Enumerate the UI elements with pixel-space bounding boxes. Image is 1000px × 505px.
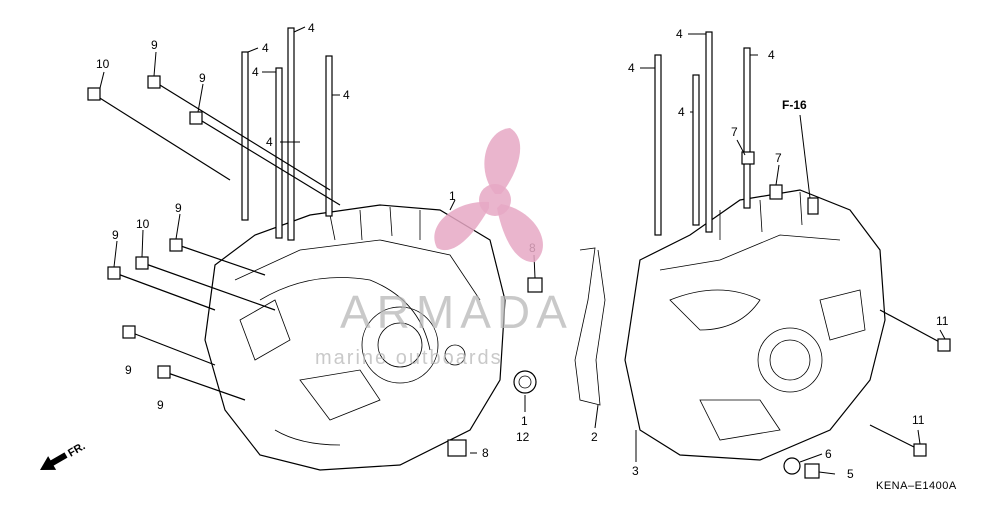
callout-4: 4: [343, 88, 350, 102]
propeller-logo-icon: [434, 128, 543, 263]
diagram-code: KENA–E1400A: [876, 480, 957, 492]
callout-11: 11: [936, 314, 949, 328]
callout-12: 12: [516, 430, 530, 444]
callout-4: 4: [262, 41, 269, 55]
callout-4: 4: [308, 21, 315, 35]
gasket: [574, 247, 606, 406]
reference-label: F-16: [782, 98, 807, 112]
callout-4: 4: [676, 27, 683, 41]
callout-4: 4: [678, 105, 685, 119]
leader-lines: [99, 26, 946, 475]
callout-7: 7: [731, 125, 738, 139]
callout-10: 10: [136, 217, 150, 231]
left-crankcase: [204, 204, 506, 471]
studs: [241, 27, 751, 241]
bolts: [87, 75, 951, 457]
callout-1: 1: [449, 189, 456, 203]
front-direction-marker: FR.: [40, 440, 87, 470]
front-arrow-icon: [40, 452, 68, 470]
callout-8: 8: [482, 446, 489, 460]
callout-10: 10: [96, 57, 110, 71]
callout-9: 9: [151, 38, 158, 52]
callout-9: 9: [125, 363, 132, 377]
callout-4: 4: [252, 65, 259, 79]
callout-5: 5: [847, 467, 854, 481]
callout-9: 9: [112, 228, 119, 242]
callout-3: 3: [632, 464, 639, 478]
callout-7: 7: [775, 151, 782, 165]
callout-6: 6: [825, 447, 832, 461]
callout-4: 4: [628, 61, 635, 75]
callout-9: 9: [199, 71, 206, 85]
right-crankcase: [624, 189, 886, 461]
front-label: FR.: [66, 440, 87, 459]
watermark-tagline: marine outboards: [315, 347, 503, 369]
callout-9: 9: [175, 201, 182, 215]
callout-11: 11: [912, 413, 925, 427]
callout-4: 4: [768, 48, 775, 62]
callout-4: 4: [266, 135, 273, 149]
watermark: ARMADA marine outboards: [315, 128, 573, 369]
watermark-brand: ARMADA: [340, 286, 573, 338]
callout-2: 2: [591, 430, 598, 444]
callout-1: 1: [521, 414, 528, 428]
callout-labels: 10 9 9 9 10 9 9 9 4 4 4 4 4 4 4 4 4 7 7 …: [96, 21, 949, 481]
callout-9: 9: [157, 398, 164, 412]
